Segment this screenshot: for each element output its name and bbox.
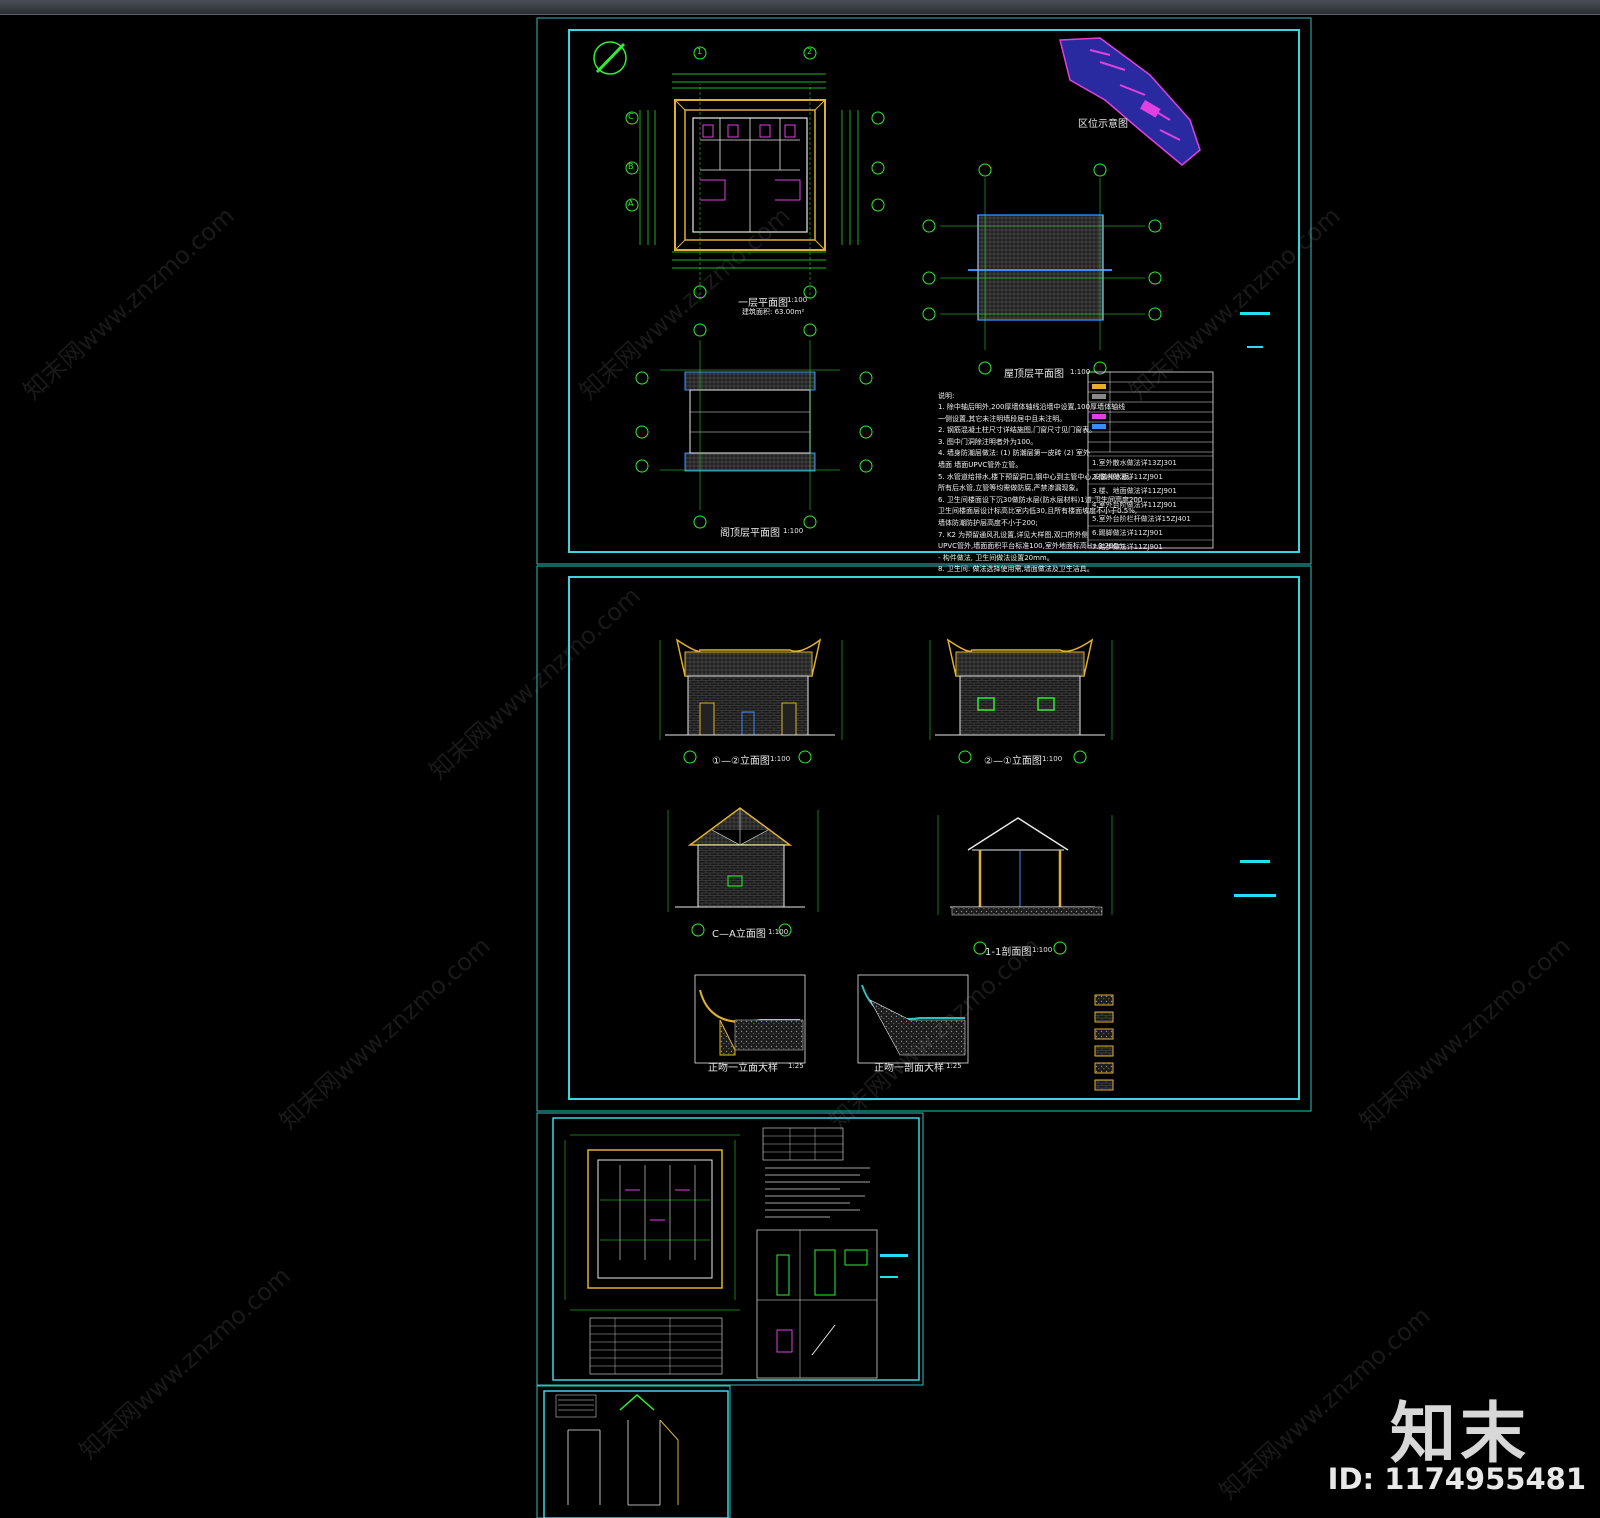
elev3-scale: 1:100 — [768, 928, 789, 936]
detail1-title: 正吻一立面大样 — [708, 1063, 778, 1074]
section-1-1 — [937, 815, 1113, 955]
roof-plan-title: 屋顶层平面图 — [1004, 369, 1064, 380]
roof-plan-scale: 1:100 — [1070, 368, 1091, 376]
sheet-4 — [536, 1385, 731, 1518]
brand-logo: 知末 — [1390, 1395, 1530, 1472]
note-line: 1. 除中轴后明外,200厚墙体轴线沿墙中设置,100厚墙体轴线 — [938, 403, 1126, 411]
plan1-scale: 1:100 — [787, 296, 808, 304]
plan1-area: 建筑面积: 63.00m² — [742, 308, 805, 316]
location-map-title: 区位示意图 — [1078, 119, 1128, 130]
note-line: 4. 墙身防潮层做法: (1) 防潮层第一皮砖 (2) 室外 — [938, 449, 1090, 458]
note-line: 7. K2 为预留通风孔设置,详见大样图,双口所外侧 — [938, 530, 1089, 539]
elev3-title: C—A立面图 — [712, 929, 766, 940]
cyan-marker — [1247, 346, 1263, 348]
elev2-title: ②—①立面图 — [984, 756, 1042, 767]
plan1-title: 一层平面图 — [738, 298, 788, 309]
grid-label: 1 — [697, 47, 703, 56]
note-line: 一侧设置,其它未注明墙段居中且未注明。 — [938, 414, 1067, 423]
note-line: 5. 水管道给排水,楼下预留洞口,钢中心到主管中心,安装排水版。 — [938, 472, 1136, 481]
grid-label: 2 — [807, 47, 813, 56]
image-id-label: ID: 1174955481 — [1327, 1462, 1586, 1496]
cad-toolbar — [0, 0, 1600, 15]
elev1-scale: 1:100 — [770, 755, 791, 763]
legend-item: 1.室外散水做法详13ZJ301 — [1092, 459, 1177, 467]
ridge-detail-elevation — [694, 974, 806, 1064]
ridge-detail-section — [857, 974, 969, 1064]
detail2-title: 正吻一剖面大样 — [874, 1063, 944, 1074]
design-notes: 1. 除中轴后明外,200厚墙体轴线沿墙中设置,100厚墙体轴线 一侧设置,其它… — [938, 402, 1142, 576]
elev1-title: ①—②立面图 — [712, 756, 770, 767]
north-arrow-icon — [593, 41, 627, 75]
cyan-marker — [1240, 312, 1270, 315]
material-legend — [1094, 994, 1114, 1091]
loft-plan-title: 阁顶层平面图 — [720, 528, 780, 539]
note-line: 卫生间楼面层设计标高比室内低30,且所有楼面坡度不小于0.5%, — [938, 507, 1138, 516]
note-line: 8. 卫生间: 做法选择使用需,墙面做法及卫生洁具。 — [938, 565, 1094, 574]
sheet-3 — [536, 1112, 924, 1386]
legend-item: 4.室外台阶做法详11ZJ901 — [1092, 501, 1177, 509]
legend-table — [1087, 371, 1214, 549]
cyan-marker — [1234, 894, 1276, 897]
sheet-1 — [536, 17, 1312, 565]
elev2-scale: 1:100 — [1042, 755, 1063, 763]
design-notes-heading: 说明: — [938, 392, 955, 400]
note-line: 2. 钢筋混凝土柱尺寸详结施图,门窗尺寸见门窗表。 — [938, 426, 1097, 435]
detail1-scale: 1:25 — [788, 1062, 804, 1070]
ground-floor-plan — [625, 46, 885, 300]
note-line: 墙体防潮防护层高度不小于200; — [938, 518, 1038, 527]
grid-label: B — [628, 162, 634, 171]
legend-item: 5.室外台阶栏杆做法详15ZJ401 — [1092, 515, 1191, 523]
roof-plan — [922, 163, 1162, 375]
note-line: 墙面 墙面UPVC管外立管。 — [938, 460, 1023, 469]
detail2-scale: 1:25 — [946, 1062, 962, 1070]
section-scale: 1:100 — [1032, 946, 1053, 954]
rear-elevation — [929, 638, 1113, 764]
note-line: UPVC管外,墙面面积平台标准100,室外地面标高H+0.200m — [938, 542, 1125, 551]
note-line: 3. 图中门洞除注明者外为100。 — [938, 437, 1038, 446]
note-line: 6. 卫生间楼面设下沉30做防水层(防水层材料)1道,卫生间高度200 — [938, 495, 1143, 504]
loft-plan — [635, 323, 873, 529]
cyan-marker — [1240, 860, 1270, 863]
section-title: 1-1剖面图 — [985, 947, 1032, 958]
legend-item: 7.踏步做法详11ZJ901 — [1092, 543, 1163, 551]
sheet-2 — [536, 565, 1312, 1112]
loft-plan-scale: 1:100 — [783, 527, 804, 535]
grid-label: A — [628, 199, 634, 208]
legend-item: 2.散水做法详11ZJ901 — [1092, 473, 1163, 481]
side-elevation — [667, 807, 819, 937]
legend-item: 3.楼、地面做法详11ZJ901 — [1092, 487, 1177, 495]
grid-label: C — [628, 112, 634, 121]
note-line: 所有后水管,立管等均需做防腐,严禁渗漏现象。 — [938, 484, 1083, 493]
front-elevation — [659, 638, 843, 764]
note-line: - 构件做法, 卫生间做法设置20mm。 — [938, 553, 1054, 562]
location-map — [1059, 37, 1201, 166]
legend-item: 6.踢脚做法详11ZJ901 — [1092, 529, 1163, 537]
